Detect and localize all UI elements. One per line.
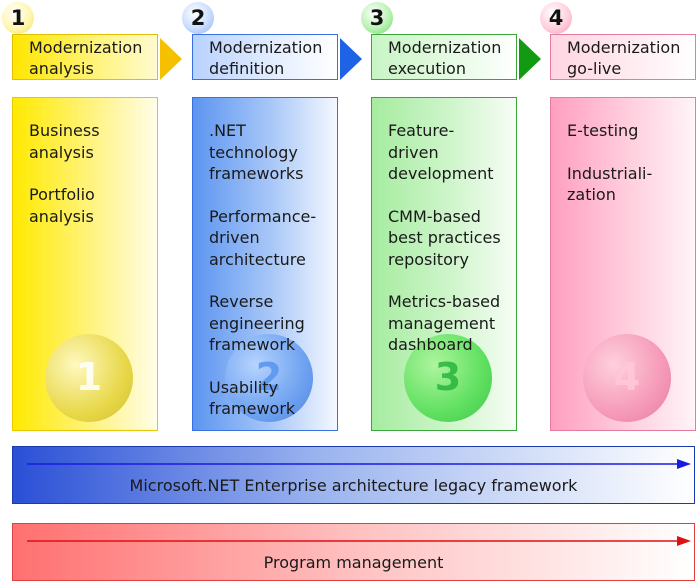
phase-1-watermark: 1 [45,334,133,422]
phase-2-number-badge: 2 [182,2,214,34]
item-line: analysis [29,142,94,162]
framework-arrow-icon [27,459,691,469]
phase-2: 2 Modernization definition .NET technolo… [182,0,362,440]
item-line: Business [29,121,100,140]
phase-1-body: Business analysis Portfolio analysis 1 [12,97,158,431]
item-line: engineering [209,313,305,333]
program-arrow-icon [27,536,691,546]
phase-3-body: Feature- driven development CMM-based be… [371,97,517,431]
phase-4-watermark: 4 [583,334,671,422]
item-line: Feature- [388,121,455,140]
item-line: repository [388,249,469,269]
item-line: dashboard [388,335,473,354]
program-management-banner: Program management [12,523,695,581]
phase-4-title-line: Modernization [567,38,681,57]
phase-2-item: Performance- driven architecture [209,206,337,271]
item-line: driven [388,142,439,162]
phase-1-header: Modernization analysis [12,34,158,80]
phase-4-item: Industriali- zation [567,163,695,206]
phase-4-body: E-testing Industriali- zation 4 [550,97,696,431]
item-line: management [388,313,496,333]
phase-2-arrow-icon [340,38,362,80]
phase-3-item: CMM-based best practices repository [388,206,516,271]
item-line: E-testing [567,121,639,140]
phase-1-item: Business analysis [29,120,157,163]
item-line: frameworks [209,164,304,183]
item-line: analysis [29,206,94,226]
item-line: Reverse [209,292,274,311]
phase-3-watermark: 3 [404,334,492,422]
framework-banner-label: Microsoft.NET Enterprise architecture le… [129,475,578,495]
phase-2-watermark: 2 [225,334,313,422]
phase-3-number-badge: 3 [361,2,393,34]
phase-2-title-line: definition [209,59,285,78]
item-line: Portfolio [29,185,95,204]
item-line: Metrics-based [388,292,501,311]
phase-2-title-line: Modernization [209,38,323,57]
phase-3-title-line: execution [388,59,466,78]
program-management-label: Program management [263,552,444,572]
framework-banner: Microsoft.NET Enterprise architecture le… [12,446,695,504]
phase-1: 1 Modernization analysis Business analys… [2,0,182,440]
item-line: driven [209,228,260,247]
phase-2-item: Usability framework [209,377,337,420]
phase-4-title-line: go-live [567,59,622,78]
item-line: framework [209,335,296,354]
phase-4-item: E-testing [567,120,695,142]
phase-1-title-line: Modernization [29,38,143,57]
phase-4: 4 Modernization go-live E-testing Indust… [540,0,700,440]
item-line: Usability [209,377,279,397]
phase-3-arrow-icon [519,38,541,80]
phase-2-body: .NET technology frameworks Performance- … [192,97,338,431]
phase-1-number-badge: 1 [2,2,34,34]
phase-3-item: Metrics-based management dashboard [388,291,516,356]
phase-3-item: Feature- driven development [388,120,516,185]
phase-1-title-line: analysis [29,59,94,78]
phase-2-header: Modernization definition [192,34,338,80]
phase-3: 3 Modernization execution Feature- drive… [361,0,541,440]
phase-3-header: Modernization execution [371,34,517,80]
item-line: Performance- [209,206,317,226]
item-line: .NET [209,121,246,140]
item-line: architecture [209,249,306,269]
phase-2-item: .NET technology frameworks [209,120,337,185]
phase-3-title-line: Modernization [388,38,502,57]
item-line: technology [209,142,298,162]
phase-2-item: Reverse engineering framework [209,291,337,356]
item-line: development [388,164,494,183]
phase-4-header: Modernization go-live [550,34,696,80]
item-line: zation [567,185,616,204]
item-line: best practices [388,228,501,247]
phase-4-number-badge: 4 [540,2,572,34]
item-line: Industriali- [567,163,653,183]
item-line: framework [209,399,296,418]
phase-1-arrow-icon [160,38,182,80]
item-line: CMM-based [388,206,481,226]
phase-1-item: Portfolio analysis [29,184,157,227]
